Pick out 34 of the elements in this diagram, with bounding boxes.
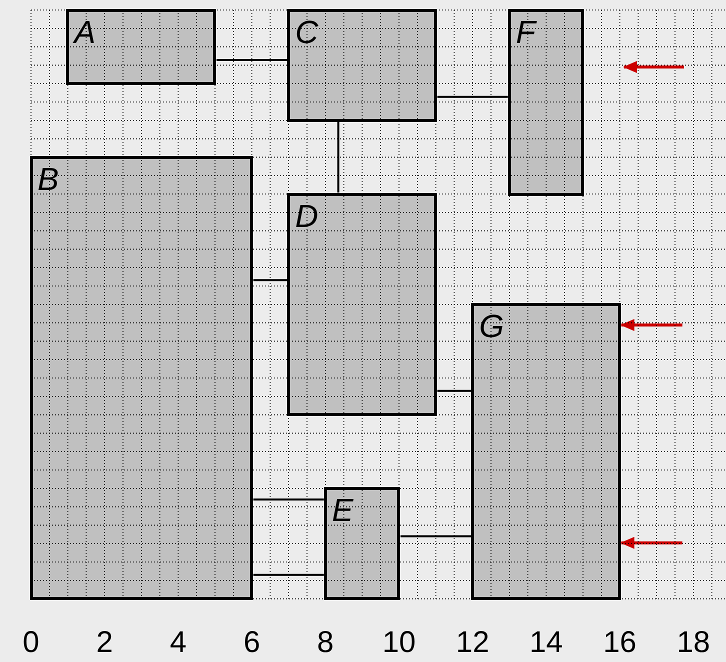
arrow — [620, 319, 682, 331]
axis-label: 4 — [170, 626, 187, 660]
block — [287, 8, 438, 122]
axis-label: 14 — [530, 626, 563, 660]
connector-line — [437, 390, 472, 392]
block-label: A — [74, 14, 96, 50]
connector-line — [216, 59, 288, 62]
connector-line — [253, 574, 324, 576]
block-label: D — [295, 198, 318, 234]
block-label: C — [295, 14, 318, 50]
axis-label: 16 — [603, 626, 636, 660]
block-label: E — [332, 492, 354, 528]
axis-label: 6 — [243, 626, 260, 660]
axis-label: 18 — [676, 626, 710, 660]
connector-line — [437, 96, 508, 98]
axis-label: 12 — [456, 626, 490, 660]
axis-label: 8 — [317, 626, 334, 660]
connector-line — [337, 122, 340, 192]
axis-label: 0 — [22, 626, 40, 660]
connector-line — [253, 279, 288, 282]
block — [508, 8, 584, 196]
connector-line — [253, 498, 324, 500]
arrow — [620, 536, 682, 549]
axis-label: 10 — [382, 626, 416, 660]
block-label: B — [38, 160, 59, 197]
axis-label: 2 — [96, 626, 113, 660]
block — [324, 486, 400, 600]
block-label: F — [516, 14, 536, 50]
connector-line — [400, 535, 472, 538]
block-label: G — [479, 308, 504, 344]
block — [471, 302, 622, 600]
block — [66, 8, 216, 86]
block — [287, 192, 438, 416]
block — [30, 156, 254, 600]
